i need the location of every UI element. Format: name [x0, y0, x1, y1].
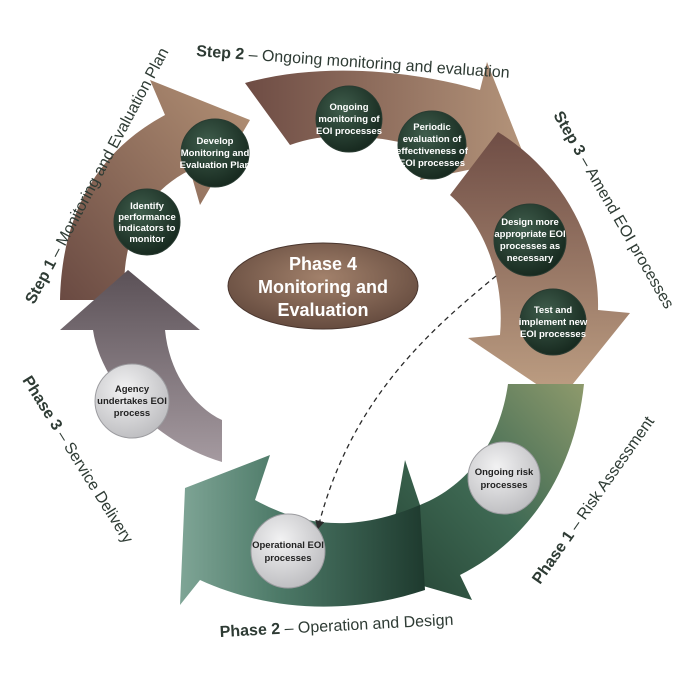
center-line-1: Phase 4	[289, 254, 357, 274]
label-step1-bold: Step 1	[23, 256, 61, 306]
node-design-more-line-1: Design more	[501, 217, 559, 228]
label-phase3-bold: Phase 3	[19, 373, 66, 433]
node-ongoing-monitoring: Ongoing monitoring of EOI processes	[315, 85, 383, 153]
node-design-more-line-3: processes as	[500, 241, 560, 252]
label-phase2-bold: Phase 2	[219, 621, 280, 641]
node-identify-line-1: Identify	[130, 201, 164, 212]
center-title: Phase 4 Monitoring and Evaluation	[227, 242, 419, 330]
label-phase3-rest: – Service Delivery	[51, 424, 136, 546]
center-line-2: Monitoring and	[258, 277, 388, 297]
node-agency: Agency undertakes EOI process	[94, 363, 170, 439]
label-step3-bold: Step 3	[550, 109, 589, 159]
node-identify: Identify performance indicators to monit…	[113, 188, 181, 256]
center-line-3: Evaluation	[277, 300, 368, 320]
node-agency-line-3: process	[114, 408, 150, 419]
node-ongoing-risk-line-1: Ongoing risk	[475, 467, 534, 478]
node-identify-line-2: performance	[118, 212, 176, 223]
node-operational-line-2: processes	[264, 553, 311, 564]
node-test-implement-line-2: implement new	[519, 317, 588, 328]
node-ongoing-monitoring-line-2: monitoring of	[318, 114, 380, 125]
label-phase1-rest: – Risk Assessment	[564, 413, 658, 538]
node-periodic: Periodic evaluation of effectiveness of …	[396, 110, 469, 180]
node-ongoing-risk: Ongoing risk processes	[467, 441, 541, 515]
feedback-dashed-arrow	[315, 275, 497, 530]
label-phase1-bold: Phase 1	[529, 528, 578, 587]
node-ongoing-monitoring-line-3: EOI processes	[316, 126, 382, 137]
node-design-more: Design more appropriate EOI processes as…	[493, 203, 567, 277]
node-operational: Operational EOI processes	[250, 513, 326, 589]
node-design-more-line-4: necessary	[507, 253, 554, 264]
label-phase2-rest: – Operation and Design	[280, 612, 454, 638]
node-test-implement-line-1: Test and	[534, 305, 573, 316]
label-phase2: Phase 2 – Operation and Design	[219, 612, 454, 641]
node-periodic-line-4: EOI processes	[399, 158, 465, 169]
node-operational-line-1: Operational EOI	[252, 540, 324, 551]
node-develop: Develop Monitoring and Evaluation Plan	[180, 118, 251, 188]
node-periodic-line-1: Periodic	[413, 122, 451, 133]
svg-text:Phase 2 – Operation and Design: Phase 2 – Operation and Design	[219, 612, 454, 641]
node-develop-line-3: Evaluation Plan	[180, 160, 251, 171]
node-design-more-line-2: appropriate EOI	[494, 229, 565, 240]
node-test-implement-line-3: EOI processes	[520, 329, 586, 340]
node-identify-line-3: indicators to	[118, 223, 175, 234]
label-step2-bold: Step 2	[196, 43, 245, 63]
node-periodic-line-2: evaluation of	[403, 134, 462, 145]
node-agency-line-1: Agency	[115, 384, 150, 395]
node-ongoing-monitoring-line-1: Ongoing	[329, 102, 368, 113]
node-identify-line-4: monitor	[129, 234, 165, 245]
node-ongoing-risk-line-2: processes	[480, 480, 527, 491]
node-develop-line-2: Monitoring and	[181, 148, 250, 159]
node-test-implement: Test and implement new EOI processes	[519, 288, 588, 356]
node-agency-line-2: undertakes EOI	[97, 396, 167, 407]
node-periodic-line-3: effectiveness of	[396, 146, 469, 157]
node-develop-line-1: Develop	[197, 136, 234, 147]
